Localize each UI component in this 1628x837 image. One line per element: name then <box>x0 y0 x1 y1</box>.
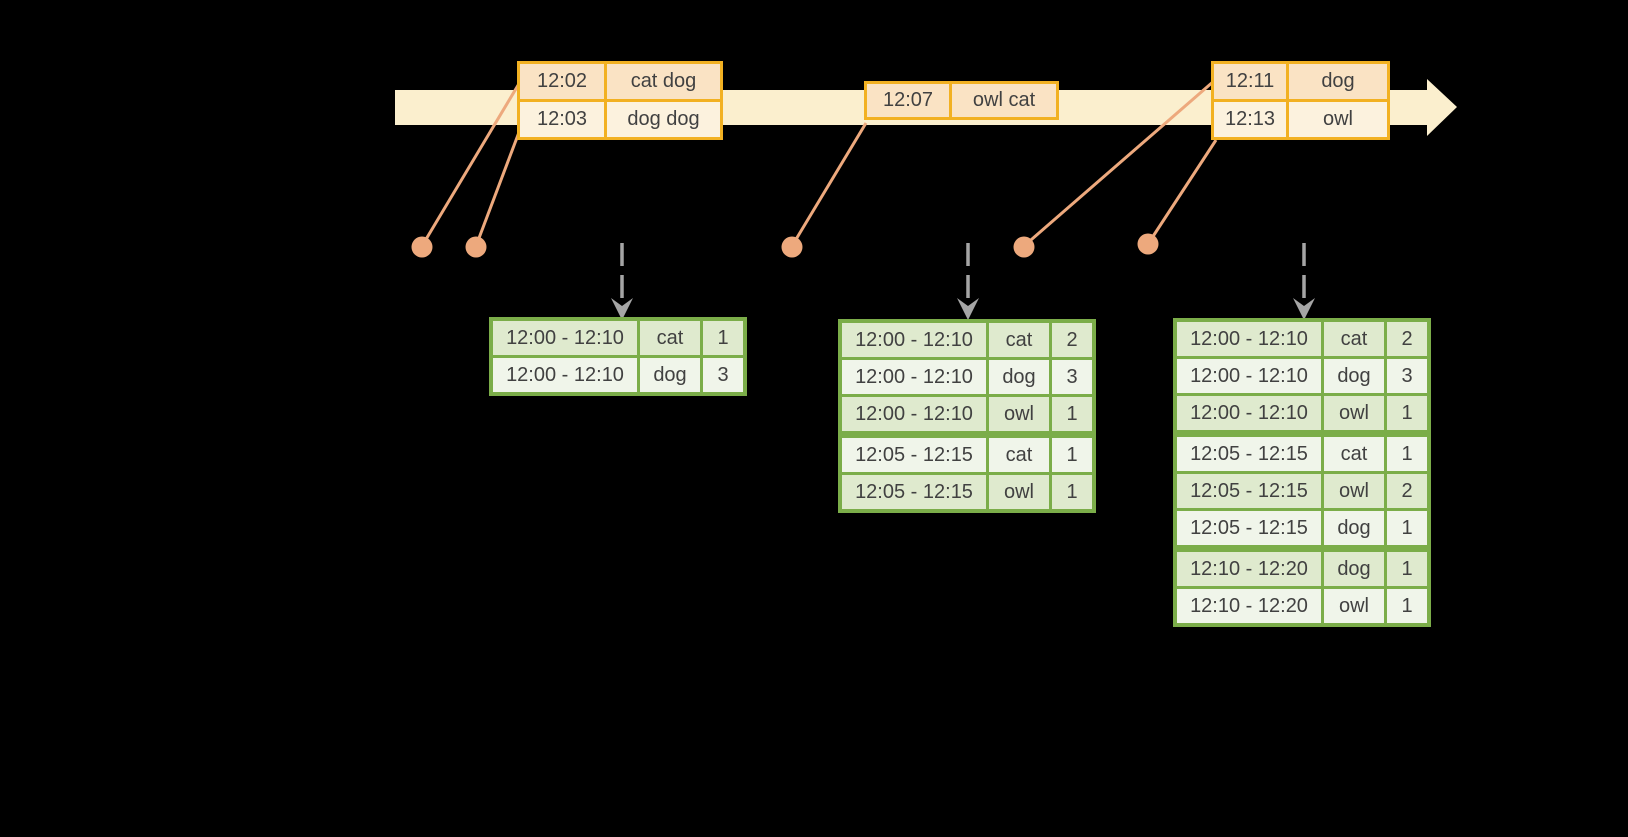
word-cell: cat <box>989 438 1049 472</box>
word-cell: owl <box>1324 589 1384 623</box>
trigger-arrow-icon <box>957 243 979 320</box>
words-cell: cat dog <box>607 64 720 99</box>
event-dot <box>411 236 433 258</box>
event-dot <box>1137 233 1159 255</box>
window-cell: 12:10 - 12:20 <box>1177 589 1321 623</box>
count-cell: 2 <box>1052 323 1092 357</box>
word-cell: dog <box>1324 511 1384 545</box>
word-cell: cat <box>989 323 1049 357</box>
window-cell: 12:00 - 12:10 <box>1177 322 1321 356</box>
window-cell: 12:00 - 12:10 <box>842 397 986 431</box>
word-cell: owl <box>1324 474 1384 508</box>
word-cell: cat <box>1324 437 1384 471</box>
word-cell: dog <box>989 360 1049 394</box>
count-cell: 1 <box>1052 438 1092 472</box>
word-cell: dog <box>640 358 700 392</box>
event-connector-line <box>474 126 523 247</box>
count-cell: 1 <box>1387 511 1427 545</box>
event-connector-line <box>1146 139 1218 245</box>
time-cell: 12:11 <box>1214 64 1286 99</box>
event-connector-line <box>790 122 868 247</box>
count-cell: 3 <box>1387 359 1427 393</box>
time-cell: 12:07 <box>867 84 949 117</box>
count-cell: 1 <box>1387 396 1427 430</box>
window-cell: 12:05 - 12:15 <box>1177 437 1321 471</box>
window-cell: 12:00 - 12:10 <box>1177 396 1321 430</box>
event-dot <box>1013 236 1035 258</box>
window-cell: 12:05 - 12:15 <box>842 475 986 509</box>
window-cell: 12:00 - 12:10 <box>842 360 986 394</box>
trigger-arrow-icon <box>611 243 633 320</box>
window-cell: 12:00 - 12:10 <box>842 323 986 357</box>
window-cell: 12:00 - 12:10 <box>493 358 637 392</box>
window-cell: 12:00 - 12:10 <box>493 321 637 355</box>
count-cell: 1 <box>1387 589 1427 623</box>
count-cell: 1 <box>1387 437 1427 471</box>
words-cell: owl <box>1289 102 1387 137</box>
time-cell: 12:02 <box>520 64 604 99</box>
words-cell: dog dog <box>607 102 720 137</box>
window-cell: 12:05 - 12:15 <box>1177 474 1321 508</box>
count-cell: 1 <box>1387 552 1427 586</box>
count-cell: 1 <box>1052 397 1092 431</box>
time-cell: 12:13 <box>1214 102 1286 137</box>
window-cell: 12:10 - 12:20 <box>1177 552 1321 586</box>
word-cell: owl <box>1324 396 1384 430</box>
word-cell: dog <box>1324 552 1384 586</box>
count-cell: 3 <box>1052 360 1092 394</box>
words-cell: dog <box>1289 64 1387 99</box>
window-cell: 12:05 - 12:15 <box>842 438 986 472</box>
count-cell: 2 <box>1387 474 1427 508</box>
time-cell: 12:03 <box>520 102 604 137</box>
count-cell: 1 <box>1052 475 1092 509</box>
event-dot <box>781 236 803 258</box>
word-cell: cat <box>640 321 700 355</box>
window-cell: 12:05 - 12:15 <box>1177 511 1321 545</box>
event-dot <box>465 236 487 258</box>
event-connector-line <box>1023 79 1215 248</box>
word-cell: cat <box>1324 322 1384 356</box>
timeline-arrowhead-icon <box>1427 79 1457 136</box>
count-cell: 1 <box>703 321 743 355</box>
word-cell: dog <box>1324 359 1384 393</box>
word-cell: owl <box>989 397 1049 431</box>
count-cell: 2 <box>1387 322 1427 356</box>
word-cell: owl <box>989 475 1049 509</box>
words-cell: owl cat <box>952 84 1056 117</box>
count-cell: 3 <box>703 358 743 392</box>
trigger-arrow-icon <box>1293 243 1315 320</box>
window-cell: 12:00 - 12:10 <box>1177 359 1321 393</box>
event-connector-line <box>420 81 522 247</box>
